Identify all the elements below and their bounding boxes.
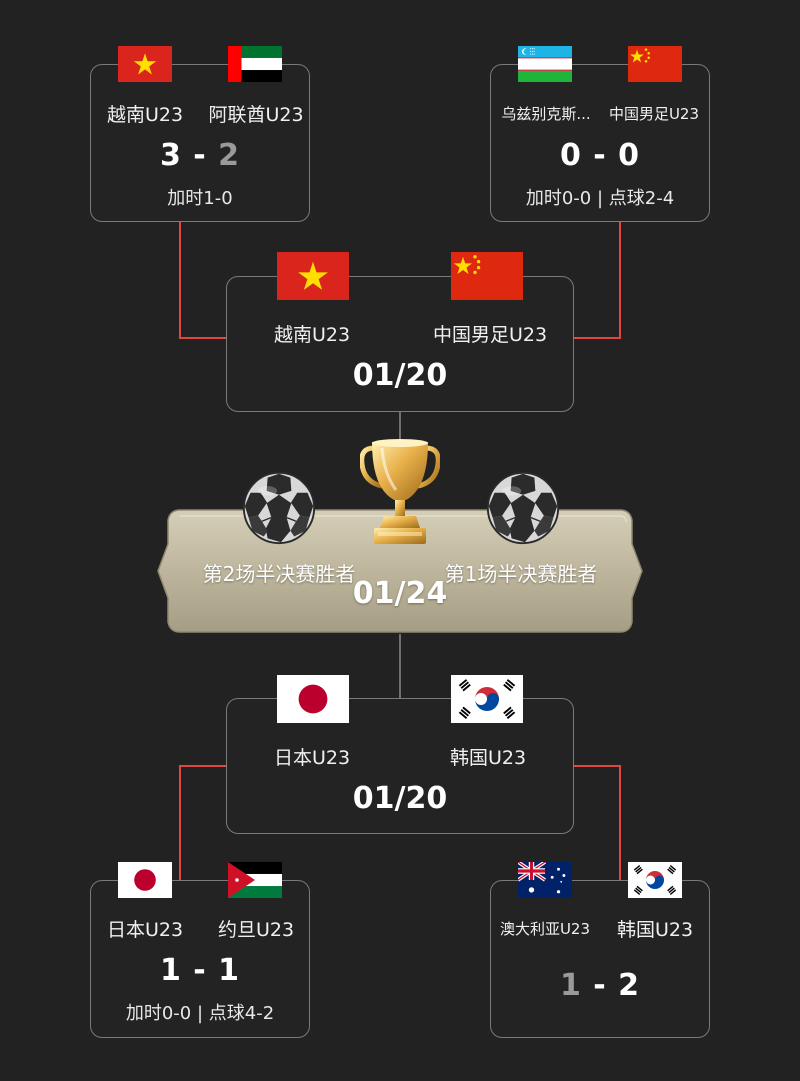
qf-card-vietnam-uae[interactable] [90,64,310,222]
score-separator: - [193,953,207,988]
australia-flag-icon [518,862,572,898]
soccer-ball-icon [241,470,317,546]
final-date: 01/24 [352,576,448,611]
team-name: 越南U23 [106,104,184,126]
match-date: 01/20 [352,358,448,393]
score-home: 0 [559,138,582,173]
team-name: 乌兹别克斯... [501,105,591,123]
jordan-flag-icon [228,862,282,898]
team-name: 日本U23 [273,747,351,769]
qf-card-australia-korea[interactable] [490,880,710,1038]
score-away: 2 [618,968,641,1003]
trophy-icon [360,439,440,544]
match-score: 1 - 1 [90,953,310,988]
score-home: 1 [159,953,182,988]
score-away: 2 [218,138,241,173]
korea-flag-icon [451,675,523,723]
connector-line-top-left [179,222,226,339]
japan-flag-icon [118,862,172,898]
team-name: 日本U23 [106,919,184,941]
vietnam-flag-icon [118,46,172,82]
china-flag-icon [628,46,682,82]
match-date: 01/20 [352,781,448,816]
match-score: 0 - 0 [490,138,710,173]
connector-line-bottom-right [574,765,621,880]
match-score: 3 - 2 [90,138,310,173]
china-flag-icon [451,252,523,300]
team-name: 韩国U23 [449,747,527,769]
qf-card-uzbekistan-china[interactable] [490,64,710,222]
final-team-label: 第1场半决赛胜者 [444,562,598,586]
score-separator: - [193,138,207,173]
qf-card-japan-jordan[interactable] [90,880,310,1038]
japan-flag-icon [277,675,349,723]
team-name: 韩国U23 [616,919,694,941]
match-score: 1 - 2 [490,968,710,1003]
extra-time-note: 加时0-0 | 点球4-2 [125,1003,275,1024]
extra-time-note: 加时0-0 | 点球2-4 [525,188,675,209]
vietnam-flag-icon [277,252,349,300]
score-away: 1 [218,953,241,988]
connector-line-top-right [574,222,621,339]
soccer-ball-icon [485,470,561,546]
extra-time-note: 加时1-0 [167,188,233,209]
score-home: 1 [559,968,582,1003]
uae-flag-icon [228,46,282,82]
team-name: 约旦U23 [217,919,295,941]
score-separator: - [593,968,607,1003]
final-team-label: 第2场半决赛胜者 [202,562,356,586]
team-name: 阿联酋U23 [208,104,304,126]
team-name: 澳大利亚U23 [499,920,591,938]
score-separator: - [593,138,607,173]
uzbekistan-flag-icon [518,46,572,82]
score-away: 0 [618,138,641,173]
connector-line-bottom-left [179,765,226,880]
team-name: 越南U23 [273,324,351,346]
korea-flag-icon [628,862,682,898]
team-name: 中国男足U23 [432,324,548,346]
score-home: 3 [159,138,182,173]
team-name: 中国男足U23 [608,105,700,123]
